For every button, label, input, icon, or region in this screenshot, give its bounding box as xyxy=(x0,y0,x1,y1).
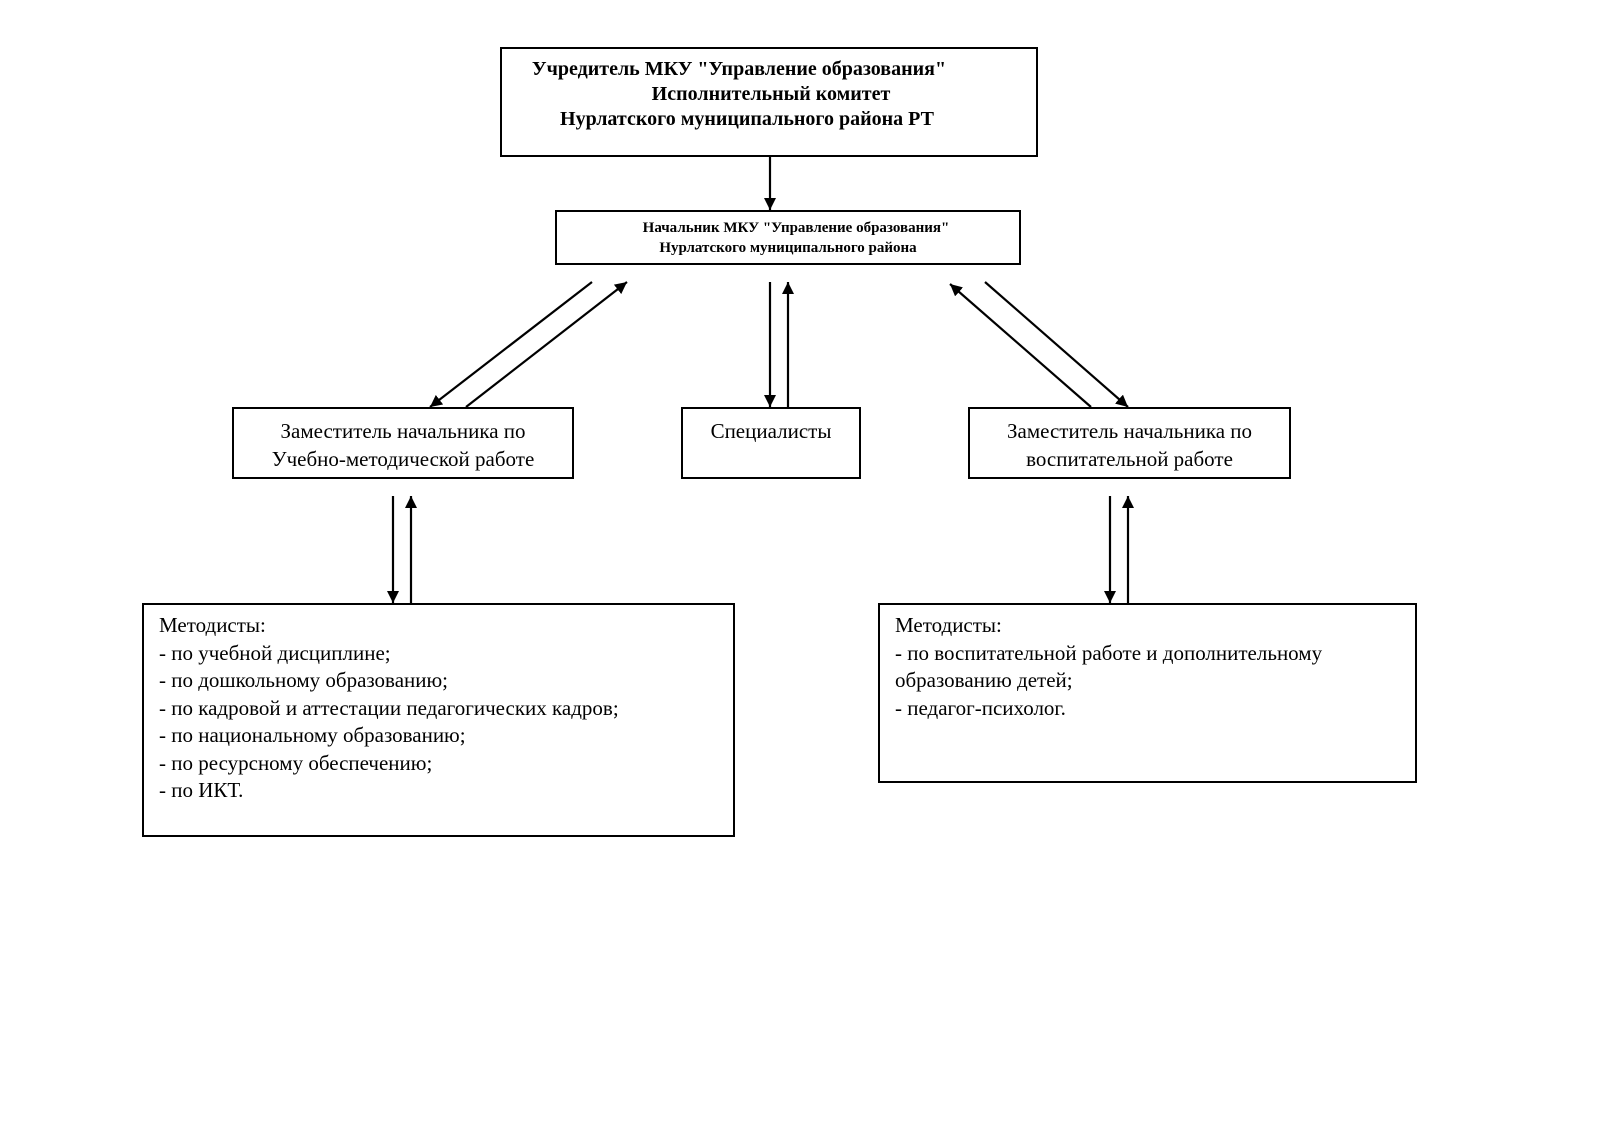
methodists-right-line: - педагог-психолог. xyxy=(895,695,1066,720)
methodists-left-line: Методисты: xyxy=(159,613,266,637)
founder-line-1: Учредитель МКУ "Управление образования" xyxy=(531,58,947,80)
methodists-left-box: Методисты: - по учебной дисциплине; - по… xyxy=(142,603,735,837)
methodists-right-box: Методисты: - по воспитательной работе и … xyxy=(878,603,1417,783)
head-line-2: Нурлатского муниципального района xyxy=(659,240,917,256)
methodists-left-line: - по дошкольному образованию; xyxy=(159,668,449,692)
deputy-education-box: Заместитель начальника по Учебно-методич… xyxy=(232,407,574,479)
deputy-education-line-1: Заместитель начальника по xyxy=(280,419,526,443)
head-line-1: Начальник МКУ "Управление образования" xyxy=(642,220,950,236)
methodists-right-line: Методисты: xyxy=(895,613,1002,637)
methodists-right-line: образованию детей; xyxy=(895,668,1073,692)
methodists-left-line: - по ИКТ. xyxy=(159,778,244,802)
methodists-right-line: - по воспитательной работе и дополнитель… xyxy=(895,640,1323,665)
head-box: Начальник МКУ "Управление образования" Н… xyxy=(555,210,1021,265)
deputy-education-line-2: Учебно-методической работе xyxy=(271,447,535,471)
arrow-deputy-education-to-head xyxy=(465,281,628,408)
arrow-deputy-upbringing-to-head xyxy=(949,283,1092,408)
arrow-head-to-deputy-upbringing xyxy=(984,281,1129,408)
deputy-upbringing-line-2: воспитательной работе xyxy=(1026,447,1233,471)
deputy-upbringing-box: Заместитель начальника по воспитательной… xyxy=(968,407,1291,479)
deputy-upbringing-line-1: Заместитель начальника по xyxy=(1006,419,1253,443)
methodists-left-line: - по кадровой и аттестации педагогически… xyxy=(159,695,619,720)
specialists-label: Специалисты xyxy=(710,419,832,443)
methodists-left-line: - по ресурсному обеспечению; xyxy=(159,750,433,775)
founder-line-3: Нурлатского муниципального района РТ xyxy=(560,108,934,130)
methodists-left-line: - по учебной дисциплине; xyxy=(159,640,391,665)
founder-line-2: Исполнительный комитет xyxy=(651,83,891,105)
specialists-box: Специалисты xyxy=(681,407,861,479)
founder-box: Учредитель МКУ "Управление образования" … xyxy=(500,47,1038,157)
arrow-head-to-deputy-education xyxy=(429,281,593,408)
methodists-left-line: - по национальному образованию; xyxy=(159,723,466,747)
